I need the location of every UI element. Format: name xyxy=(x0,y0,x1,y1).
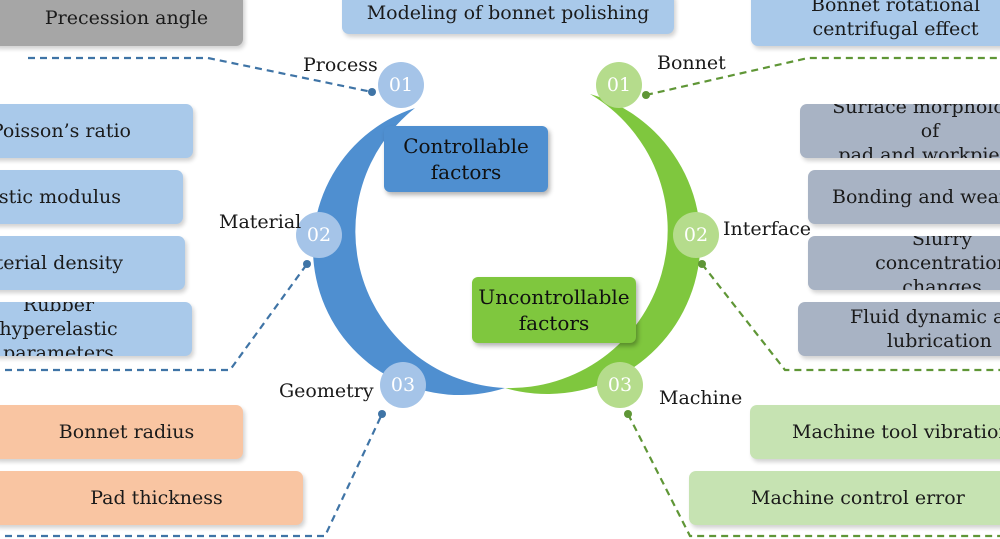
material-number: 02 xyxy=(296,212,342,258)
surface-morphology-box: Surface morphology of pad and workpiece xyxy=(800,104,1000,158)
uncontrollable-factors-box: Uncontrollable factors xyxy=(472,277,636,343)
process-number: 01 xyxy=(378,62,424,108)
bonding-wear-box: Bonding and wear of xyxy=(808,170,1000,224)
controllable-factors-box: Controllable factors xyxy=(384,126,548,192)
controllable-arc xyxy=(312,108,505,396)
material-label: Material xyxy=(219,211,302,233)
process-label: Process xyxy=(303,54,378,76)
title-box: Modeling of bonnet polishing xyxy=(342,0,674,34)
poissons-ratio-box: Poisson’s ratio xyxy=(0,104,193,158)
interface-dot xyxy=(698,260,706,268)
elastic-modulus-box: Elastic modulus xyxy=(0,170,183,224)
machine-connector xyxy=(627,413,1000,538)
process-connector xyxy=(28,56,373,94)
machine-control-error-box: Machine control error xyxy=(689,471,1000,525)
machine-vibration-box: Machine tool vibration xyxy=(750,405,1000,459)
bonnet-dot xyxy=(642,91,650,99)
machine-dot xyxy=(624,410,632,418)
centrifugal-effect-box: Bonnet rotational centrifugal effect xyxy=(751,0,1000,46)
rubber-hyperelastic-box: Rubber hyperelastic parameters xyxy=(0,302,192,356)
fluid-dynamic-box: Fluid dynamic and lubrication xyxy=(798,302,1000,356)
bonnet-connector xyxy=(645,56,1000,97)
uncontrollable-arc xyxy=(505,94,701,395)
material-connector xyxy=(5,263,308,372)
material-dot xyxy=(303,260,311,268)
geometry-number: 03 xyxy=(380,362,426,408)
bonnet-label: Bonnet xyxy=(657,52,726,74)
bonnet-radius-box: Bonnet radius xyxy=(0,405,243,459)
geometry-dot xyxy=(378,410,386,418)
interface-label: Interface xyxy=(723,218,811,240)
process-dot xyxy=(368,88,376,96)
bonnet-number: 01 xyxy=(596,62,642,108)
material-density-box: Material density xyxy=(0,236,185,290)
geometry-connector xyxy=(5,413,383,538)
machine-label: Machine xyxy=(659,387,743,409)
machine-number: 03 xyxy=(597,362,643,408)
interface-number: 02 xyxy=(673,212,719,258)
precession-angle-box: Precession angle xyxy=(0,0,243,46)
pad-thickness-box: Pad thickness xyxy=(0,471,303,525)
slurry-concentration-box: Slurry concentration changes xyxy=(808,236,1000,290)
page-title: Modeling of bonnet polishing xyxy=(366,2,650,24)
geometry-label: Geometry xyxy=(279,380,374,402)
interface-connector xyxy=(701,263,1000,372)
